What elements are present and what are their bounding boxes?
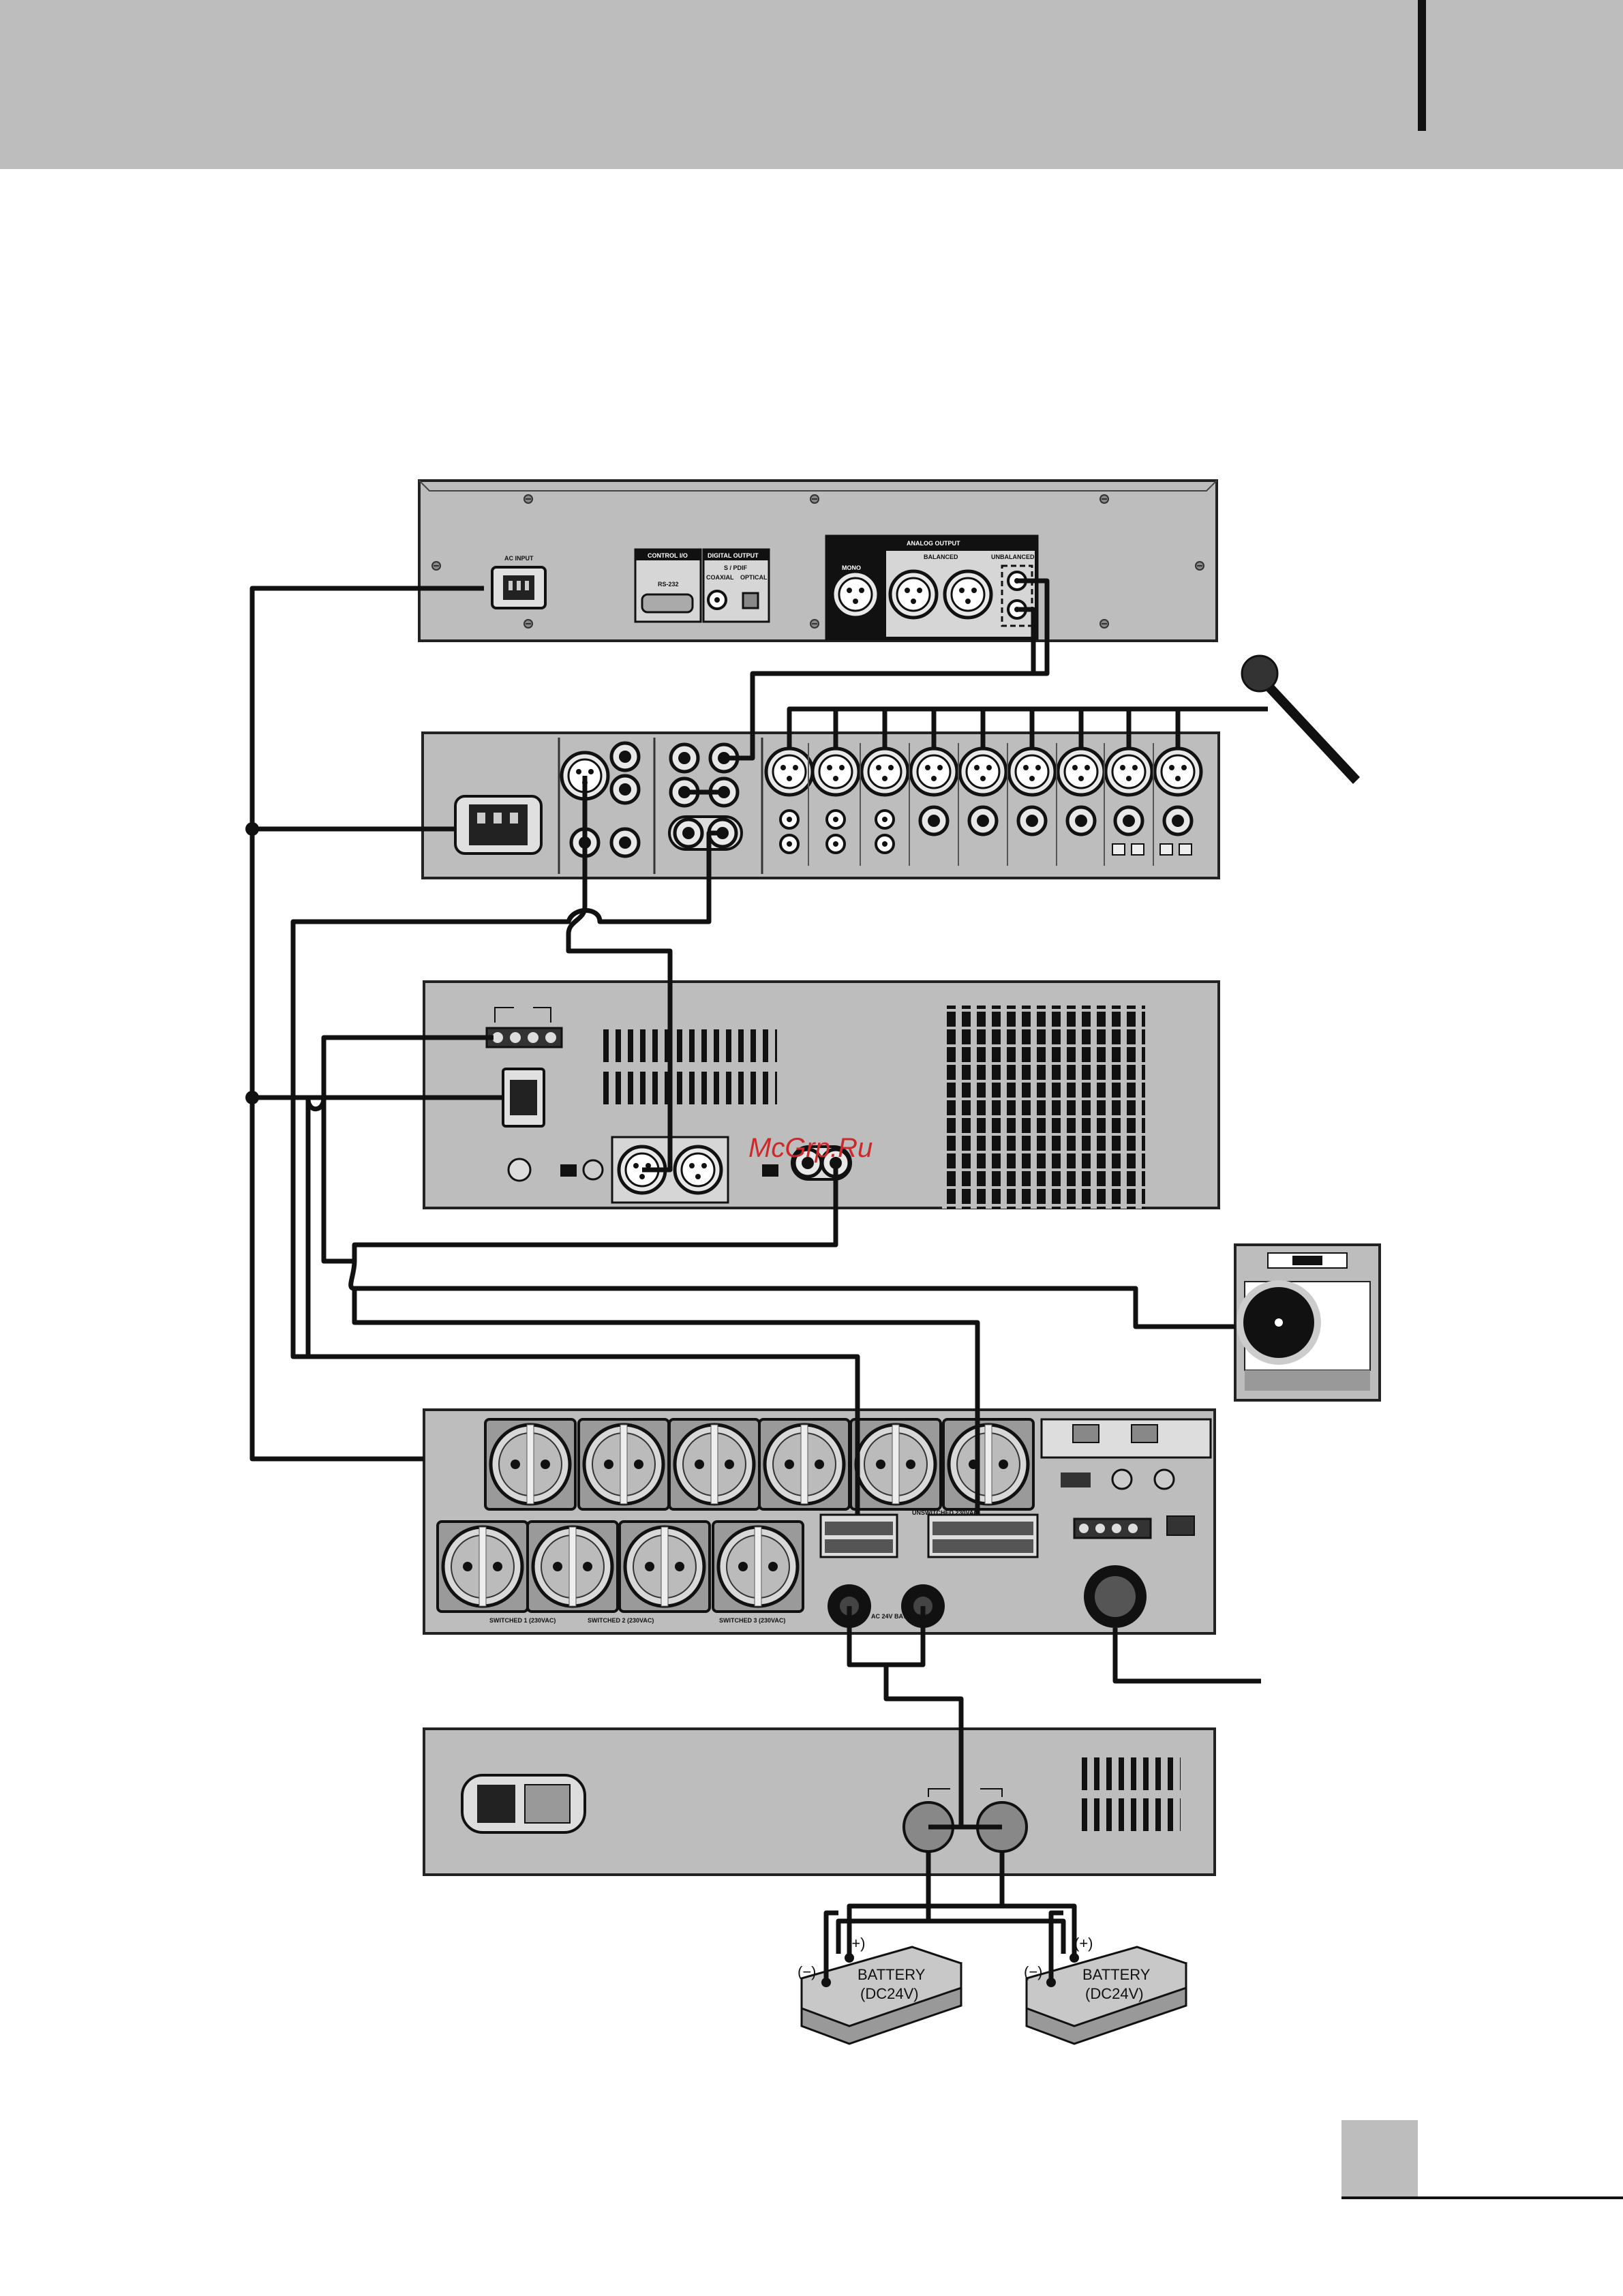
battery-1-name: BATTERY (858, 1966, 926, 1983)
unswitched-outlet-5[interactable] (851, 1419, 941, 1509)
mixer-aux-jack-2[interactable] (611, 776, 639, 803)
ceiling-speaker-icon (1235, 1245, 1380, 1400)
pdu-mains-inlet[interactable] (1084, 1565, 1147, 1628)
battery-2-plus-terminal[interactable] (1070, 1953, 1079, 1963)
analog-output-label: ANALOG OUTPUT (907, 540, 960, 547)
battery-1-plus-terminal[interactable] (845, 1953, 854, 1963)
amplifier-fuse-holder[interactable] (509, 1159, 530, 1181)
battery-1: BATTERY (DC24V) (−) (+) (798, 1935, 961, 2044)
switched-outlet-3[interactable] (620, 1522, 710, 1612)
switched-3-label: SWITCHED 3 (230VAC) (719, 1617, 785, 1624)
battery-2-plus-label: (+) (1074, 1935, 1093, 1952)
watermark-text: McGrp.Ru (748, 1133, 873, 1163)
balanced-label: BALANCED (924, 554, 958, 560)
unswitched-outlet-6[interactable] (943, 1419, 1033, 1509)
dc-fuse[interactable] (1112, 1470, 1132, 1489)
amplifier-xlr-input-b[interactable] (675, 1147, 721, 1193)
optical-label: OPTICAL (740, 574, 768, 581)
ac-input-socket[interactable] (492, 567, 545, 608)
mixer-aux-jack[interactable] (611, 743, 639, 770)
mixer-tape-in-jack-1[interactable] (671, 744, 698, 772)
power-distribution-rear-panel: UNSWITCHED 230VAC SWITCHED 1 (230VAC) SW… (424, 1410, 1215, 1633)
amplifier-mode-switch[interactable] (560, 1164, 577, 1177)
mixer-ac-inlet[interactable] (455, 796, 541, 854)
amplifier-rear-panel (424, 982, 1219, 1209)
spdif-label: S / PDIF (724, 564, 748, 571)
switched-2-label: SWITCHED 2 (230VAC) (588, 1617, 654, 1624)
pdu-terminal-block-b[interactable] (928, 1515, 1037, 1557)
control-io-label: CONTROL I/O (648, 552, 688, 559)
coaxial-label: COAXIAL (706, 574, 734, 581)
battery-2-voltage: (DC24V) (1085, 1985, 1144, 2002)
battery-2-minus-label: (−) (1024, 1963, 1043, 1980)
rs232-label: RS-232 (658, 581, 679, 588)
switched-outlet-1[interactable] (438, 1522, 528, 1612)
coaxial-output-jack[interactable] (708, 591, 726, 609)
charger-ac-inlet[interactable] (462, 1775, 585, 1832)
microphone-icon (1242, 656, 1360, 784)
battery-input-label: AC 24V BATTERY INPUT (871, 1613, 943, 1620)
unswitched-outlet-4[interactable] (759, 1419, 849, 1509)
amplifier-speaker-terminals[interactable] (487, 1028, 562, 1047)
mixer-rec-jack-2[interactable] (611, 829, 639, 856)
ac-input-label: AC INPUT (504, 555, 534, 562)
switched-outlet-4[interactable] (713, 1522, 803, 1612)
mixer-rear-panel (423, 733, 1219, 878)
ac-fuse[interactable] (1155, 1470, 1174, 1489)
unswitched-outlet-3[interactable] (669, 1419, 759, 1509)
cd-player-rear-panel: AC INPUT CONTROL I/O RS-232 DIGITAL OUTP… (419, 481, 1217, 641)
optical-output-port[interactable] (743, 593, 758, 608)
pdu-dip-switch[interactable] (1061, 1472, 1091, 1487)
amplifier-ac-inlet[interactable] (503, 1069, 544, 1126)
digital-output-label: DIGITAL OUTPUT (708, 552, 759, 559)
network-port-in[interactable] (1073, 1425, 1099, 1442)
unswitched-outlet-1[interactable] (485, 1419, 575, 1509)
battery-1-minus-label: (−) (798, 1963, 817, 1980)
network-port-out[interactable] (1132, 1425, 1157, 1442)
page-footer-rule (1341, 2196, 1623, 2199)
amplifier-link-switch[interactable] (762, 1164, 778, 1177)
unbalanced-label: UNBALANCED (991, 554, 1035, 560)
pdu-terminal-block-a[interactable] (821, 1515, 897, 1557)
battery-1-voltage: (DC24V) (860, 1985, 919, 2002)
mixer-out-jack-left[interactable] (675, 819, 702, 847)
page-number-box (1341, 2120, 1418, 2196)
rs232-port[interactable] (642, 594, 693, 612)
switched-outlet-2[interactable] (528, 1522, 618, 1612)
battery-charger-rear-panel (424, 1729, 1215, 1875)
balanced-xlr-output-right[interactable] (945, 571, 991, 618)
unswitched-outlet-2[interactable] (579, 1419, 669, 1509)
battery-2-name: BATTERY (1082, 1966, 1151, 1983)
balanced-xlr-output-left[interactable] (890, 571, 937, 618)
amplifier-gain-knob[interactable] (583, 1160, 603, 1179)
pdu-remote-terminals[interactable] (1074, 1519, 1151, 1538)
battery-2: BATTERY (DC24V) (−) (+) (1024, 1935, 1186, 2044)
mono-xlr-output[interactable] (832, 571, 879, 618)
switched-1-label: SWITCHED 1 (230VAC) (489, 1617, 556, 1624)
